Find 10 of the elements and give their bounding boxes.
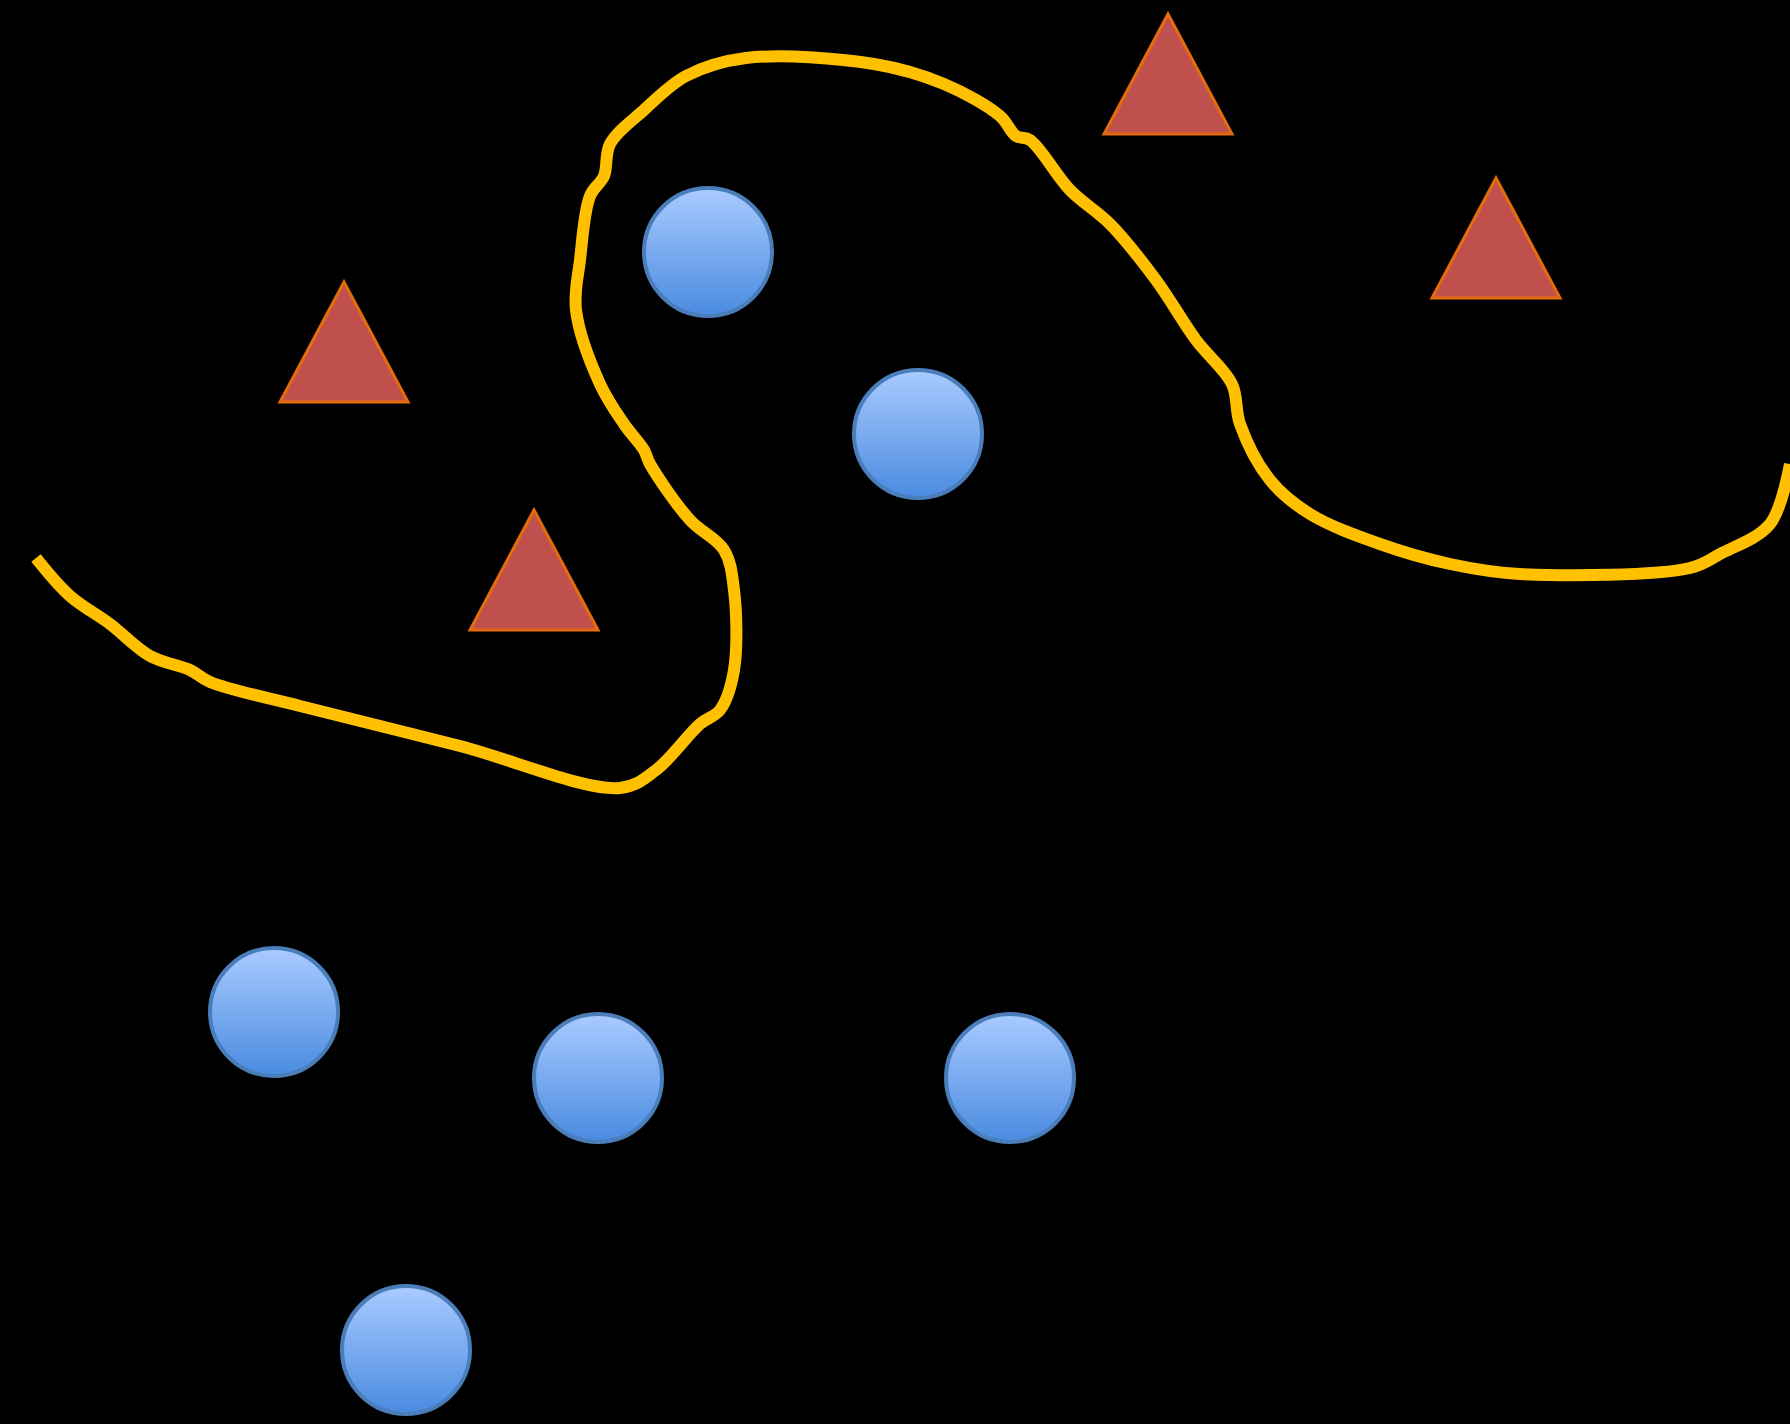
data-point-triangle <box>1429 174 1563 300</box>
data-point-circle <box>532 1012 664 1144</box>
data-point-triangle <box>467 506 601 632</box>
data-point-circle <box>208 946 340 1078</box>
data-point-triangle <box>1101 10 1235 136</box>
data-point-circle <box>944 1012 1076 1144</box>
data-point-circle <box>852 368 984 500</box>
data-point-circle <box>642 186 774 318</box>
data-point-circle <box>340 1284 472 1416</box>
data-point-triangle <box>277 278 411 404</box>
